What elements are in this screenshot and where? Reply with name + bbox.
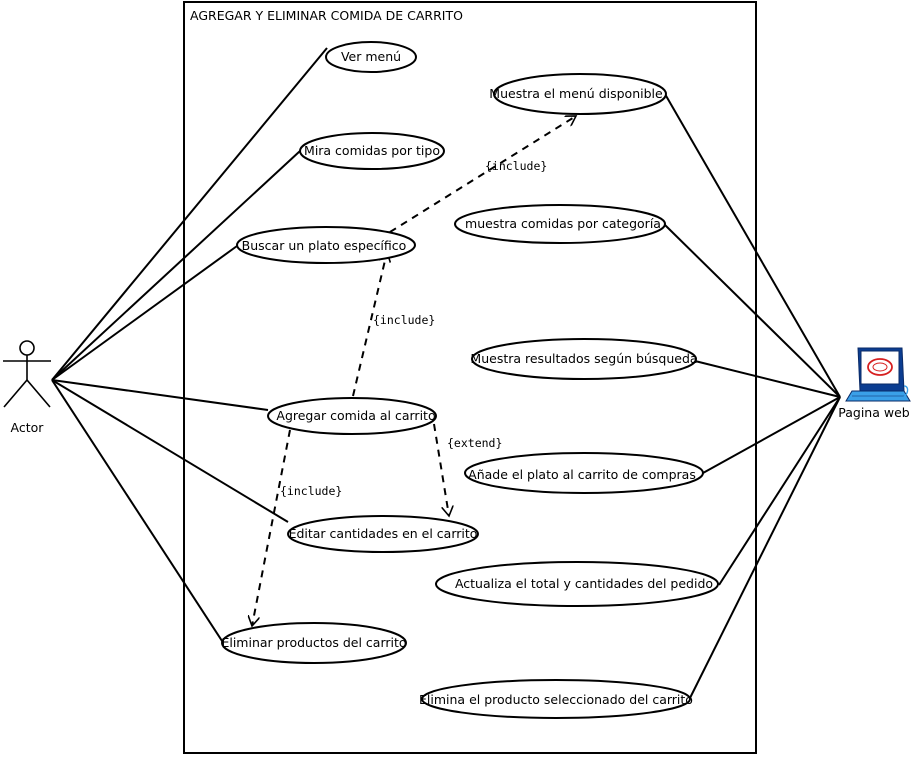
label-include-1: {include}	[485, 159, 547, 173]
use-case-label: Agregar comida al carrito	[276, 408, 435, 423]
assoc-mira-comidas	[51, 150, 301, 381]
computer-icon	[845, 347, 911, 402]
actor-associations	[51, 47, 328, 645]
use-case-label: Eliminar productos del carrito	[221, 635, 406, 650]
use-case-label: Añade el plato al carrito de compras	[468, 467, 696, 482]
label-include-3: {include}	[280, 484, 342, 498]
use-case-label: Buscar un plato específico	[242, 238, 407, 253]
use-case-label: Muestra resultados según búsqueda	[470, 351, 697, 366]
assoc-actualiza-total	[718, 396, 841, 586]
use-case-elimina-producto[interactable]: Elimina el producto seleccionado del car…	[419, 679, 693, 719]
use-case-anade-plato[interactable]: Añade el plato al carrito de compras	[464, 452, 704, 494]
assoc-muestra-categoria	[664, 224, 841, 398]
assoc-ver-menu	[51, 47, 328, 381]
use-case-agregar-comida[interactable]: Agregar comida al carrito	[267, 397, 437, 435]
use-case-actualiza-total[interactable]: Actualiza el total y cantidades del pedi…	[435, 561, 719, 607]
use-case-muestra-menu[interactable]: Muestra el menú disponible	[489, 73, 667, 115]
use-case-buscar-plato[interactable]: Buscar un plato específico	[236, 226, 416, 264]
use-case-muestra-categoria[interactable]: muestra comidas por categoría	[454, 204, 666, 244]
use-case-label: Muestra el menú disponible	[489, 86, 663, 101]
assoc-agregar-comida	[51, 379, 269, 411]
use-case-label: Actualiza el total y cantidades del pedi…	[455, 576, 713, 591]
assoc-buscar-plato	[51, 245, 238, 381]
include-agregar-to-buscar	[352, 252, 387, 397]
system-title: AGREGAR Y ELIMINAR COMIDA DE CARRITO	[190, 8, 463, 23]
actor-web[interactable]: Pagina web	[838, 347, 911, 420]
use-case-label: Ver menú	[341, 49, 401, 64]
assoc-editar-cantidades	[51, 379, 289, 523]
actor-user[interactable]: Actor	[3, 340, 51, 435]
use-case-label: muestra comidas por categoría	[465, 216, 661, 231]
stick-figure-icon	[3, 340, 51, 408]
actor-user-label: Actor	[11, 420, 45, 435]
dependency-relations	[252, 115, 576, 626]
use-case-editar-cantidades[interactable]: Editar cantidades en el carrito	[287, 515, 479, 553]
use-case-label: Elimina el producto seleccionado del car…	[419, 692, 693, 707]
use-case-mira-comidas[interactable]: Mira comidas por tipo	[299, 132, 445, 170]
label-include-2: {include}	[373, 313, 435, 327]
extend-agregar-to-editar	[433, 423, 449, 516]
use-case-eliminar-productos[interactable]: Eliminar productos del carrito	[221, 622, 407, 664]
use-case-ver-menu[interactable]: Ver menú	[325, 41, 417, 73]
actor-web-label: Pagina web	[838, 405, 910, 420]
web-associations	[664, 93, 841, 701]
use-case-muestra-resultados[interactable]: Muestra resultados según búsqueda	[470, 338, 698, 380]
use-case-label: Mira comidas por tipo	[304, 143, 440, 158]
assoc-eliminar-productos	[51, 379, 225, 645]
include-buscar-to-muestra-menu	[389, 115, 576, 233]
assoc-anade-plato	[702, 396, 841, 474]
assoc-muestra-resultados	[694, 360, 841, 398]
assoc-muestra-menu	[664, 93, 841, 398]
assoc-elimina-producto	[688, 396, 841, 701]
label-extend-1: {extend}	[447, 436, 502, 450]
use-case-label: Editar cantidades en el carrito	[289, 526, 478, 541]
